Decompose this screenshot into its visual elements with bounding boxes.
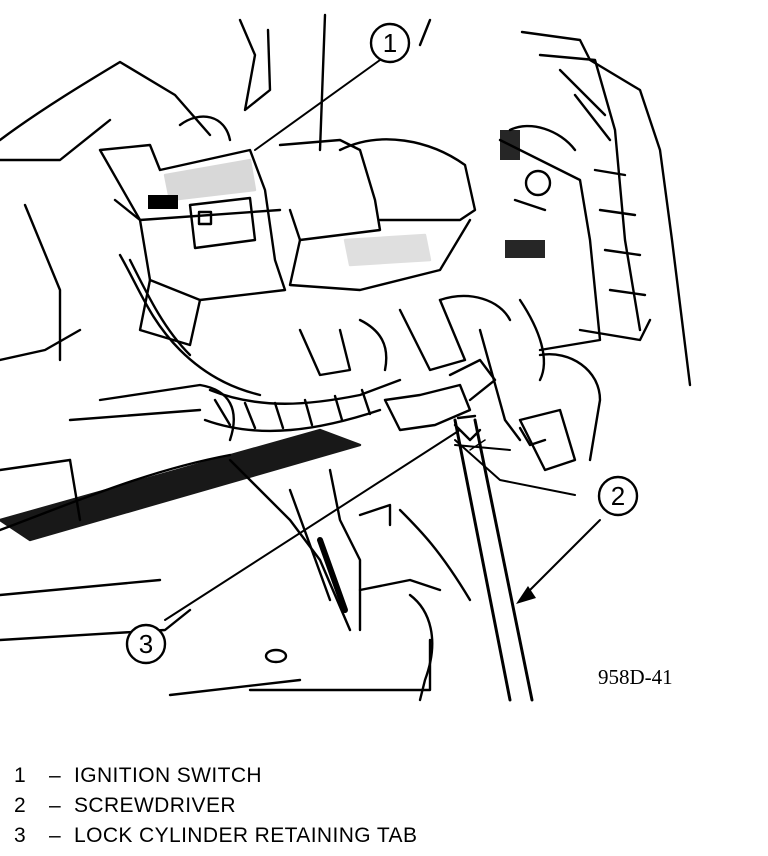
legend-item-number: 1	[14, 764, 27, 787]
leader-lines	[164, 59, 601, 621]
lock-cylinder-retaining-tab	[383, 358, 547, 447]
ignition-switch-removal-illustration: 1 2 3 958D-41	[0, 13, 692, 702]
ignition-switch-body	[98, 115, 477, 347]
legend-item-label: IGNITION SWITCH	[74, 764, 262, 787]
callout-2-number: 2	[611, 481, 625, 511]
wiring-harness	[68, 253, 602, 472]
callout-2-arrowhead	[516, 586, 536, 604]
legend-item-number: 3	[14, 824, 27, 847]
callout-2: 2	[597, 475, 639, 517]
callout-3: 3	[125, 623, 167, 665]
callout-3-number: 3	[139, 629, 153, 659]
legend-item-number: 2	[14, 794, 27, 817]
steering-column-tube	[0, 428, 472, 632]
legend-item-dash: –	[48, 794, 62, 817]
legend-item: 2 – SCREWDRIVER	[14, 794, 754, 824]
legend-item-dash: –	[48, 764, 62, 787]
screwdriver	[453, 414, 534, 702]
legend-item-dash: –	[48, 824, 62, 847]
legend-item: 3 – LOCK CYLINDER RETAINING TAB	[14, 824, 754, 854]
callout-1-number: 1	[383, 28, 397, 58]
callout-1: 1	[369, 22, 411, 64]
parts-legend: 1 – IGNITION SWITCH 2 – SCREWDRIVER 3 – …	[14, 764, 754, 854]
legend-item-label: SCREWDRIVER	[74, 794, 236, 817]
figure-id-label: 958D-41	[598, 665, 673, 689]
legend-item-label: LOCK CYLINDER RETAINING TAB	[74, 824, 418, 847]
legend-item: 1 – IGNITION SWITCH	[14, 764, 754, 794]
steering-column-housing	[498, 30, 692, 387]
dash-panel-outline	[0, 13, 442, 702]
